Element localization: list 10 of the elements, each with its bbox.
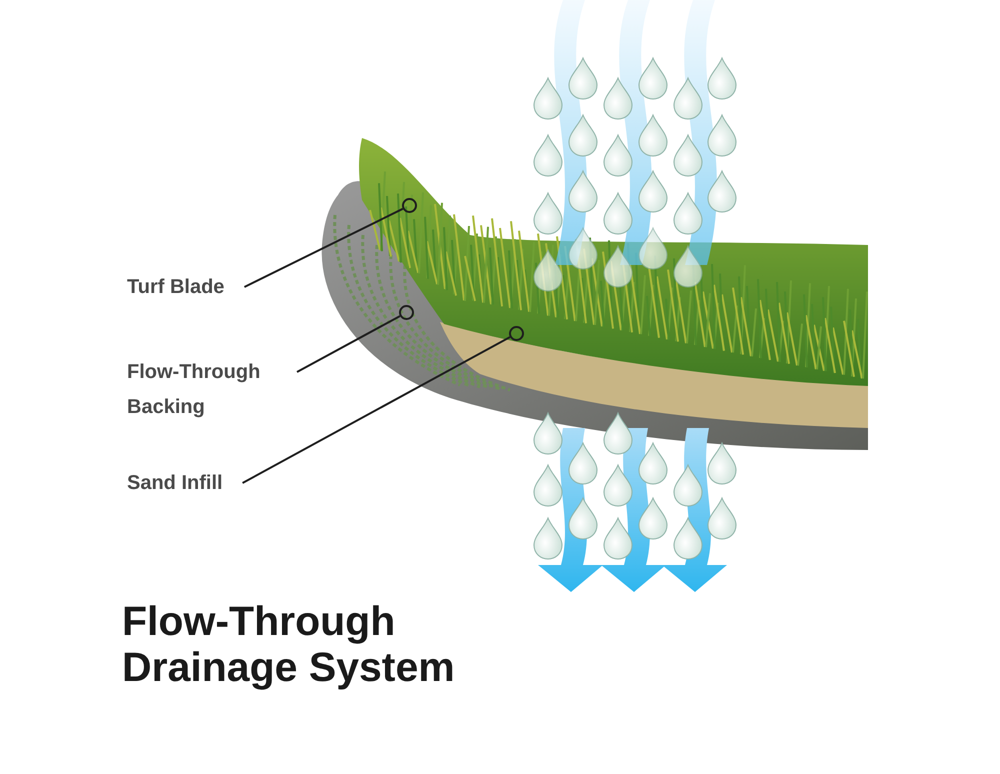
leader-line <box>242 336 510 484</box>
leader-line <box>296 315 400 373</box>
marker-ring <box>402 198 417 213</box>
marker-ring <box>399 305 414 320</box>
diagram-title: Flow-Through Drainage System <box>122 598 456 690</box>
callout-label: Turf Blade <box>127 276 224 298</box>
callout-label: Sand Infill <box>127 472 223 494</box>
marker-ring <box>509 326 524 341</box>
callout-label: Flow-Through Backing <box>127 361 260 418</box>
leader-line <box>244 208 404 288</box>
